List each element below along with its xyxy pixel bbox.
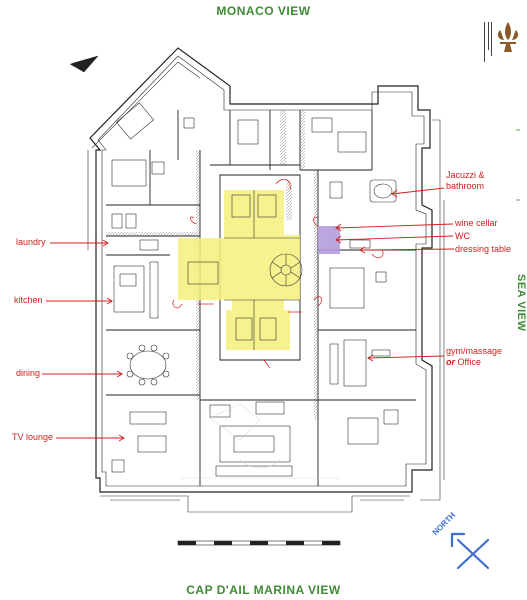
highlight-core bbox=[178, 190, 300, 350]
annotation-gym-or: or bbox=[446, 357, 455, 367]
cap-dail-marina-view-label: CAP D'AIL MARINA VIEW bbox=[186, 583, 341, 597]
north-compass-icon bbox=[450, 532, 490, 570]
annotation-jacuzzi-line2: bathroom bbox=[446, 181, 485, 191]
annotation-gym-line1: gym/massage bbox=[446, 346, 503, 356]
annotation-arrows-left bbox=[42, 239, 125, 442]
annotation-gym-office: Office bbox=[457, 357, 481, 367]
furniture-top bbox=[116, 102, 367, 153]
core-details bbox=[187, 190, 303, 350]
terrace-bottom bbox=[100, 495, 410, 513]
scale-bar bbox=[177, 540, 341, 546]
annotation-arrows-right bbox=[335, 187, 455, 362]
furniture-living bbox=[209, 401, 293, 477]
annotation-gym: gym/massage or Office bbox=[446, 346, 502, 368]
annotation-wine-cellar: wine cellar bbox=[455, 218, 498, 228]
watermark bbox=[180, 403, 340, 479]
terrace-right bbox=[420, 119, 445, 501]
annotation-jacuzzi-line1: Jacuzzi & bbox=[446, 170, 485, 180]
outer-walls bbox=[89, 47, 433, 493]
terrace-top-left bbox=[87, 61, 201, 250]
highlight-wc bbox=[318, 226, 340, 254]
brand-logo-icon bbox=[497, 22, 519, 52]
annotation-laundry: laundry bbox=[16, 237, 46, 247]
annotation-gym-line2: or Office bbox=[446, 357, 502, 368]
annotation-jacuzzi: Jacuzzi & bathroom bbox=[446, 170, 485, 192]
annotation-wc: WC bbox=[455, 231, 470, 241]
annotation-kitchen: kitchen bbox=[14, 295, 43, 305]
north-arrow-top-icon bbox=[69, 55, 99, 73]
annotation-dressing-table: dressing table bbox=[455, 244, 512, 254]
furniture-right bbox=[329, 179, 399, 445]
sea-view-label: SEA VIEW bbox=[515, 274, 527, 332]
sea-view-markers bbox=[516, 129, 520, 201]
brand-text-block bbox=[484, 22, 492, 62]
furniture-left bbox=[111, 159, 170, 473]
annotation-tv-lounge: TV lounge bbox=[12, 432, 54, 442]
annotation-dining: dining bbox=[16, 368, 41, 378]
red-details bbox=[172, 178, 384, 369]
monaco-view-label: MONACO VIEW bbox=[216, 4, 311, 18]
